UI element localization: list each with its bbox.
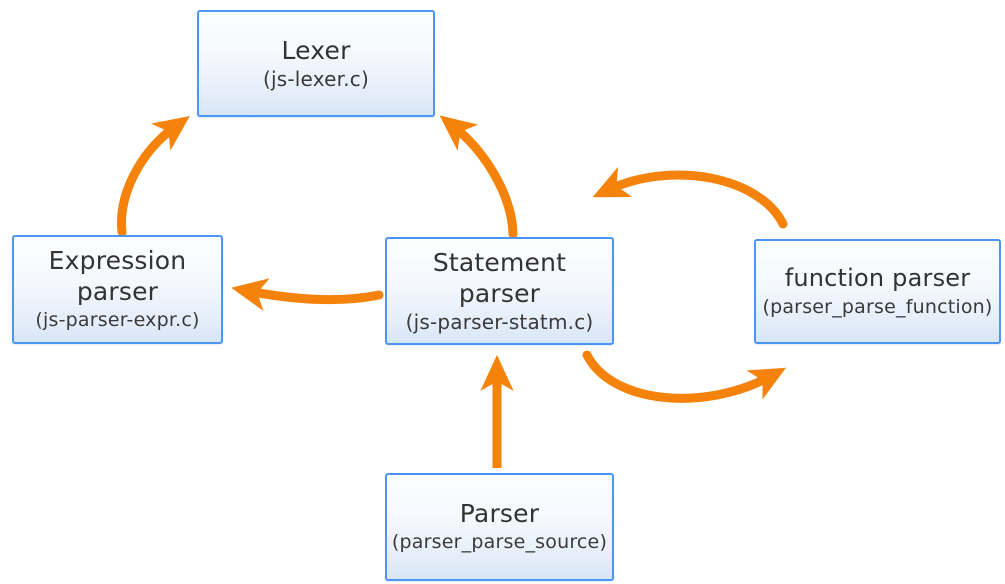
node-statement-parser-title-line1: Statement <box>432 247 567 277</box>
edge-statement-parser-to-function-parser <box>582 350 787 403</box>
node-statement-parser-title-line2: parser <box>458 278 541 308</box>
node-parser[interactable]: Parser (parser_parse_source) <box>385 473 614 581</box>
node-function-parser-title: function parser <box>784 263 971 292</box>
node-expression-parser-title-line1: Expression <box>48 246 187 275</box>
node-lexer[interactable]: Lexer (js-lexer.c) <box>197 10 435 117</box>
node-function-parser-subtitle: (parser_parse_function) <box>762 295 993 318</box>
node-statement-parser-subtitle: (js-parser-statm.c) <box>405 309 594 334</box>
node-statement-parser[interactable]: Statement parser (js-parser-statm.c) <box>385 237 614 345</box>
node-function-parser[interactable]: function parser (parser_parse_function) <box>754 239 1001 344</box>
node-parser-title: Parser <box>459 499 540 528</box>
node-expression-parser[interactable]: Expression parser (js-parser-expr.c) <box>12 235 223 344</box>
edge-statement-parser-to-lexer <box>439 115 518 239</box>
node-expression-parser-title-line2: parser <box>76 277 159 306</box>
edge-function-parser-to-statement-parser <box>592 166 788 229</box>
node-lexer-subtitle: (js-lexer.c) <box>263 66 369 91</box>
edge-expression-parser-to-lexer <box>117 115 190 237</box>
edge-statement-parser-to-expression-parser <box>231 278 384 311</box>
node-parser-subtitle: (parser_parse_source) <box>391 531 608 553</box>
node-expression-parser-subtitle: (js-parser-expr.c) <box>35 309 200 331</box>
node-lexer-title: Lexer <box>281 35 351 65</box>
